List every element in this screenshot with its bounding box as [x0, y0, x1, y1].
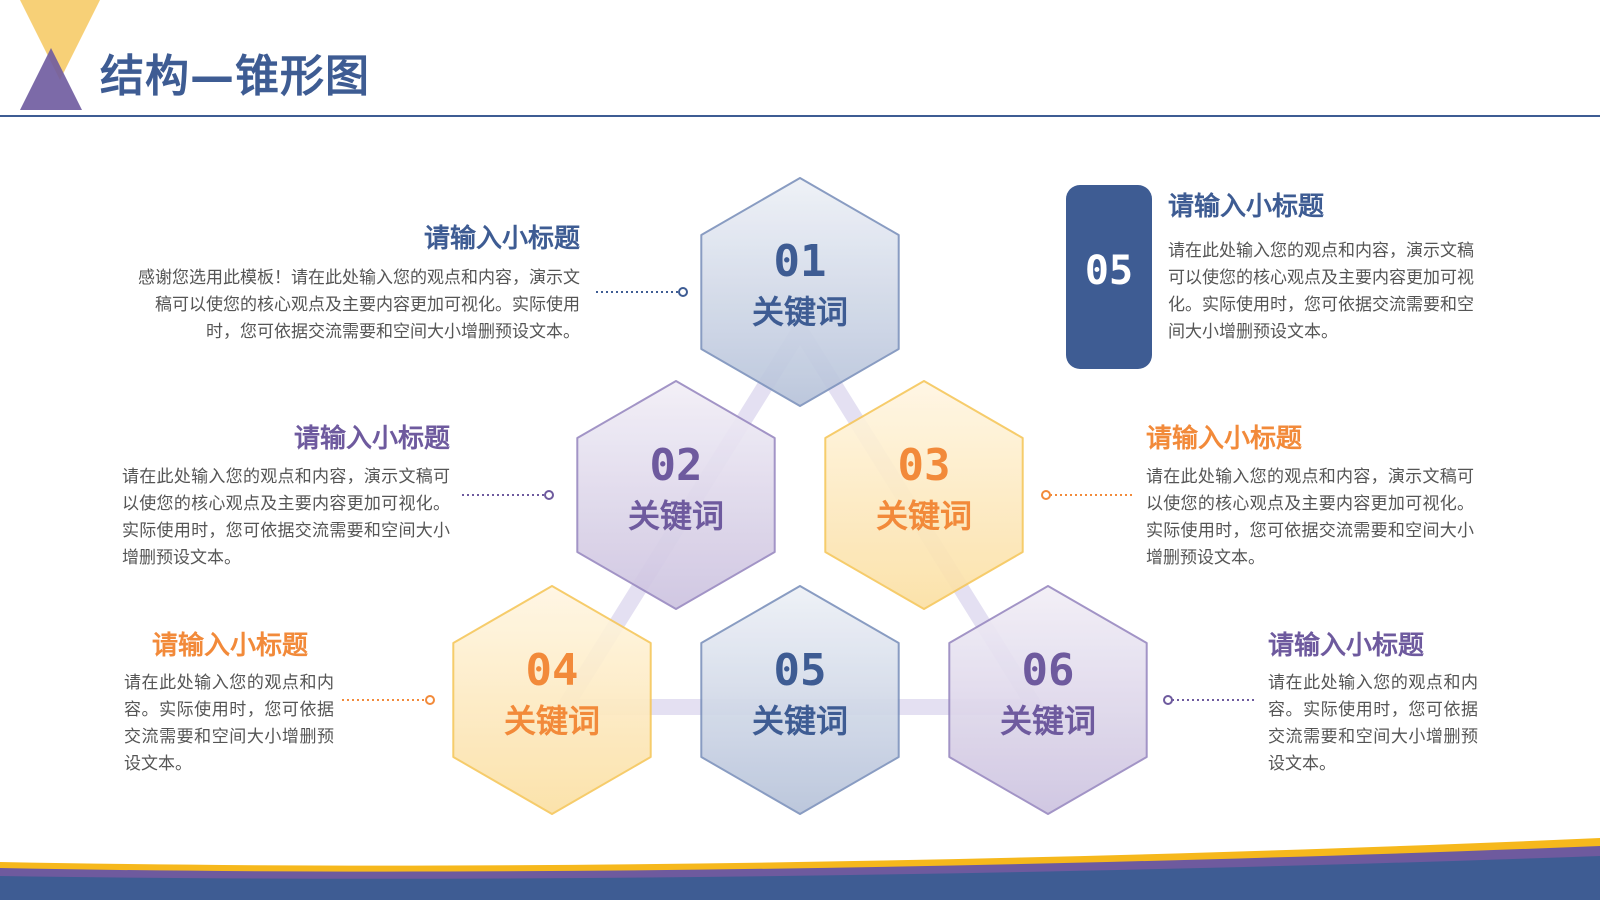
- connector-03-dot: [1041, 490, 1051, 500]
- connector-01-dot: [678, 287, 688, 297]
- block-04-title: 请输入小标题: [152, 631, 309, 661]
- connector-04-dot: [425, 695, 435, 705]
- hex-keyword: 关键词: [627, 497, 724, 535]
- hex-keyword: 关键词: [999, 702, 1096, 740]
- hex-label-01: 01 关键词: [700, 236, 900, 333]
- hexagon-04: [452, 585, 652, 815]
- block-05-text: 请在此处输入您的观点和内容，演示文稿可以使您的核心观点及主要内容更加可视化。实际…: [1168, 241, 1474, 342]
- block-06-title: 请输入小标题: [1268, 631, 1425, 661]
- hex-label-04: 04 关键词: [452, 645, 652, 742]
- block-02-title: 请输入小标题: [293, 424, 450, 454]
- hex-number: 02: [649, 440, 703, 491]
- block-03-text: 请在此处输入您的观点和内容，演示文稿可以使您的核心观点及主要内容更加可视化。实际…: [1146, 467, 1474, 568]
- hex-number: 06: [1021, 645, 1075, 696]
- hex-number: 01: [773, 236, 827, 287]
- hex-number: 04: [525, 645, 579, 696]
- block-02-text: 请在此处输入您的观点和内容，演示文稿可以使您的核心观点及主要内容更加可视化。实际…: [122, 467, 450, 568]
- block-01-title: 请输入小标题: [423, 224, 580, 254]
- block-01-text: 感谢您选用此模板！请在此处输入您的观点和内容，演示文稿可以使您的核心观点及主要内…: [138, 268, 580, 342]
- block-04-text: 请在此处输入您的观点和内容。实际使用时，您可依据交流需要和空间大小增删预设文本。: [124, 673, 334, 774]
- hex-label-06: 06 关键词: [948, 645, 1148, 742]
- connector-02-dot: [544, 490, 554, 500]
- hex-keyword: 关键词: [751, 293, 848, 331]
- header-divider: [0, 115, 1600, 117]
- block-05-title: 请输入小标题: [1168, 192, 1325, 222]
- logo-triangles: [20, 0, 100, 110]
- number-badge-label: 05: [1084, 248, 1134, 294]
- hexagon-03: [824, 380, 1024, 610]
- bottom-wave-blue: [0, 856, 1600, 900]
- hex-label-05: 05 关键词: [700, 645, 900, 742]
- hexagon-06: [948, 585, 1148, 815]
- hex-label-03: 03 关键词: [824, 440, 1024, 537]
- hex-keyword: 关键词: [751, 702, 848, 740]
- hexagon-02: [576, 380, 776, 610]
- hex-keyword: 关键词: [875, 497, 972, 535]
- block-06-text: 请在此处输入您的观点和内容。实际使用时，您可依据交流需要和空间大小增删预设文本。: [1268, 673, 1478, 774]
- connector-06-dot: [1163, 695, 1173, 705]
- hex-number: 05: [773, 645, 827, 696]
- hex-label-02: 02 关键词: [576, 440, 776, 537]
- hexagon-01: [700, 177, 900, 407]
- hex-number: 03: [897, 440, 951, 491]
- page-title: 结构—锥形图: [100, 51, 370, 102]
- hex-keyword: 关键词: [503, 702, 600, 740]
- number-badge: [1066, 185, 1152, 369]
- hexagon-05: [700, 585, 900, 815]
- block-03-title: 请输入小标题: [1146, 424, 1303, 454]
